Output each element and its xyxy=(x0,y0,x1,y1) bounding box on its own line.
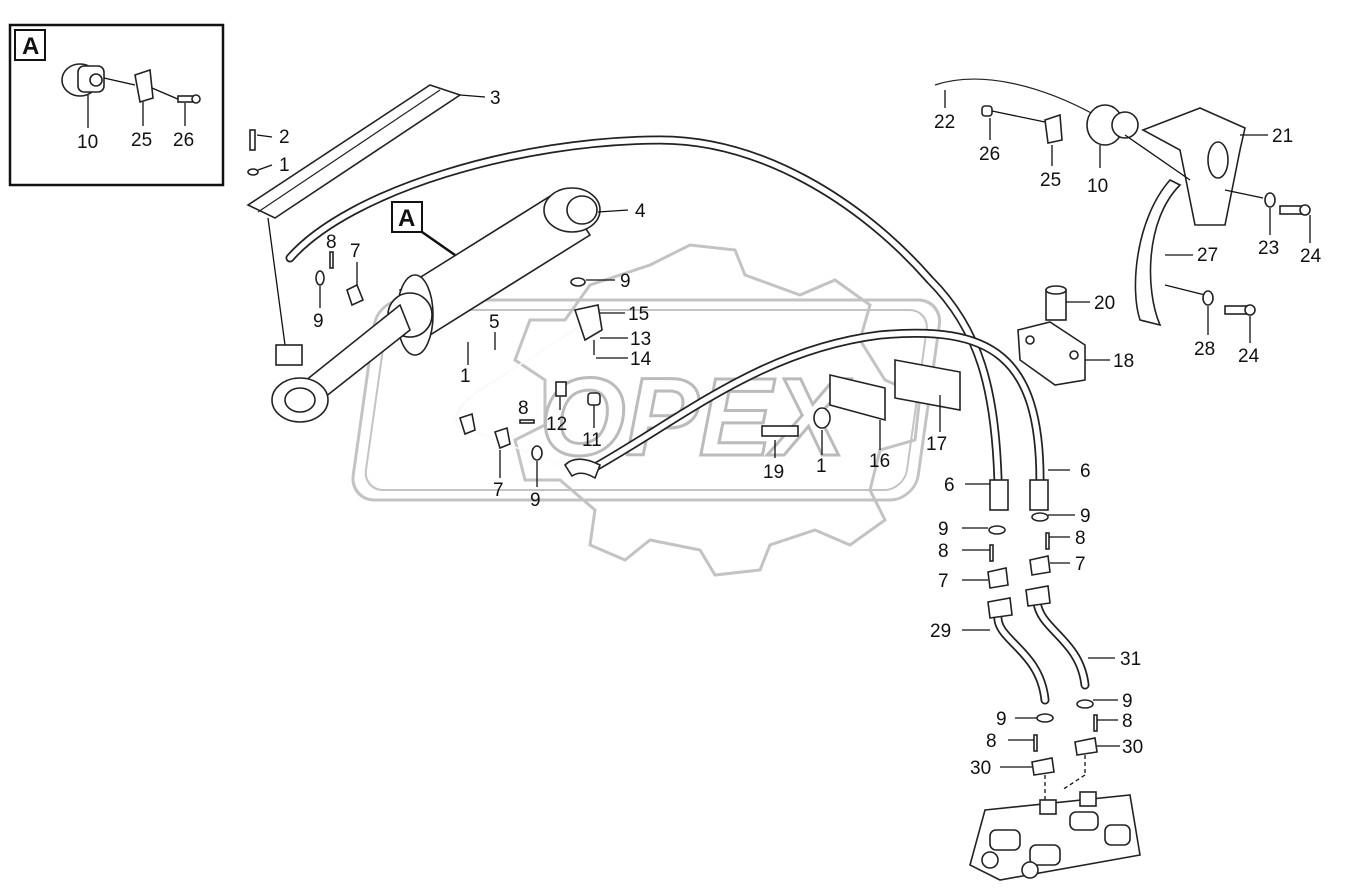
watermark: OPEX xyxy=(351,243,942,577)
lbl-9b: 9 xyxy=(313,311,324,332)
screw-part xyxy=(177,94,201,104)
bolt-5 xyxy=(467,332,496,365)
hose-end-left xyxy=(965,479,1009,511)
lbl-8d: 8 xyxy=(1075,528,1086,549)
lbl-8e: 8 xyxy=(1122,711,1133,732)
bolt-19 xyxy=(761,407,831,458)
fitting-15 xyxy=(573,304,628,359)
lbl-30b: 30 xyxy=(970,758,991,779)
lbl-21: 21 xyxy=(1272,126,1293,147)
elbow-hose-end xyxy=(563,458,602,480)
lbl-6a: 6 xyxy=(944,475,955,496)
bolt-2 xyxy=(247,129,273,176)
lbl-14: 14 xyxy=(630,349,652,370)
washer-23-bolt-24 xyxy=(1224,189,1311,243)
lbl-25: 25 xyxy=(1040,170,1061,191)
cable-22 xyxy=(934,78,1096,116)
lbl-9e: 9 xyxy=(1080,506,1091,527)
bracket-17 xyxy=(894,359,961,432)
washer-28-bolt-24 xyxy=(1164,284,1256,343)
lbl-23: 23 xyxy=(1258,238,1279,259)
lbl-29: 29 xyxy=(930,621,951,642)
lbl-30a: 30 xyxy=(1122,737,1143,758)
lbl-11: 11 xyxy=(582,430,602,451)
flange-7-bottom xyxy=(459,412,543,487)
lbl-4: 4 xyxy=(635,201,646,222)
flange-7-left xyxy=(987,567,1009,589)
lbl-17: 17 xyxy=(926,434,947,455)
inset-a: A 10 25 26 xyxy=(8,23,225,187)
lbl-7b: 7 xyxy=(493,480,504,501)
lbl-3: 3 xyxy=(490,88,501,109)
clip-25 xyxy=(1044,113,1063,166)
clamp-18 xyxy=(1017,321,1110,386)
strap-27 xyxy=(1134,179,1193,327)
lbl-6b: 6 xyxy=(1080,461,1091,482)
lbl-22: 22 xyxy=(934,112,955,133)
lbl-12: 12 xyxy=(546,414,567,435)
lbl-8b: 8 xyxy=(518,398,529,419)
inset-title-box xyxy=(14,29,46,61)
callout-a-label: A xyxy=(398,205,415,232)
bushing-20 xyxy=(1045,285,1090,321)
lbl-8f: 8 xyxy=(986,731,997,752)
part-labels: 3 2 1 4 8 7 9 9 15 5 13 14 1 8 12 11 7 9… xyxy=(279,88,1322,779)
lbl-2: 2 xyxy=(279,127,290,148)
lbl-8c: 8 xyxy=(938,541,949,562)
lbl-9f: 9 xyxy=(1122,691,1133,712)
screw-26 xyxy=(981,105,1046,140)
lbl-19: 19 xyxy=(763,462,784,483)
plate-16 xyxy=(829,373,886,450)
lbl-7c: 7 xyxy=(938,571,949,592)
inset-label-10: 10 xyxy=(77,132,98,153)
lbl-9a: 9 xyxy=(620,271,631,292)
bracket-21 xyxy=(1124,107,1268,226)
lbl-13: 13 xyxy=(630,329,651,350)
flange-30-left xyxy=(1031,757,1055,776)
parts-11-12 xyxy=(555,381,601,428)
tube-29 xyxy=(993,610,1050,705)
lbl-1c: 1 xyxy=(816,456,827,477)
lbl-9d: 9 xyxy=(938,519,949,540)
lbl-20: 20 xyxy=(1094,293,1115,314)
lbl-10: 10 xyxy=(1087,176,1108,197)
inset-label-25: 25 xyxy=(131,130,152,151)
sensor-10 xyxy=(1086,104,1139,168)
watermark-text: OPEX xyxy=(540,356,851,479)
guard-plate xyxy=(246,84,486,346)
callout-a: A xyxy=(391,201,456,257)
lbl-24b: 24 xyxy=(1238,346,1260,367)
lbl-8a: 8 xyxy=(326,232,337,253)
lbl-16: 16 xyxy=(869,451,890,472)
sensor-part xyxy=(61,63,136,97)
lbl-26: 26 xyxy=(979,144,1000,165)
lbl-18: 18 xyxy=(1113,351,1134,372)
lbl-7d: 7 xyxy=(1075,554,1086,575)
clip-part xyxy=(134,68,181,104)
lbl-24a: 24 xyxy=(1300,246,1322,267)
hose-end-right xyxy=(1029,469,1070,511)
flange-30-right xyxy=(1074,737,1098,756)
lbl-1b: 1 xyxy=(460,366,471,387)
lbl-31: 31 xyxy=(1120,649,1141,670)
lbl-27: 27 xyxy=(1197,245,1218,266)
inset-title: A xyxy=(22,33,39,60)
lbl-1a: 1 xyxy=(279,155,290,176)
lbl-9c: 9 xyxy=(530,490,541,511)
hydraulic-cylinder xyxy=(271,187,629,423)
inset-label-26: 26 xyxy=(173,130,194,151)
control-valve xyxy=(969,791,1141,881)
lbl-28: 28 xyxy=(1194,339,1215,360)
lbl-9g: 9 xyxy=(996,709,1007,730)
lbl-5: 5 xyxy=(489,312,500,333)
oring-9-top xyxy=(570,277,586,287)
oring-9-left xyxy=(315,270,325,286)
lbl-15: 15 xyxy=(628,304,649,325)
flange-7-right xyxy=(1029,555,1051,576)
watermark-gear xyxy=(513,243,922,577)
flange-7-top xyxy=(329,251,365,307)
lbl-7a: 7 xyxy=(350,241,361,262)
